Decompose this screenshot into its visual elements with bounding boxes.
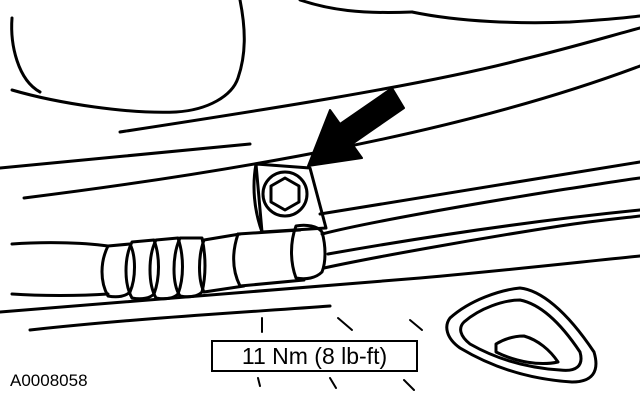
- figure-id: A0008058: [10, 371, 88, 390]
- leader-ticks: [257, 317, 423, 391]
- torque-callout: 11 Nm (8 lb-ft): [211, 340, 418, 372]
- mounting-bracket: [252, 162, 328, 234]
- access-opening: [445, 286, 598, 384]
- bolt-icon: [261, 170, 309, 218]
- arrow-icon: [307, 87, 405, 167]
- torque-value: 11 Nm (8 lb-ft): [241, 342, 388, 369]
- hose-bellows: [10, 232, 246, 301]
